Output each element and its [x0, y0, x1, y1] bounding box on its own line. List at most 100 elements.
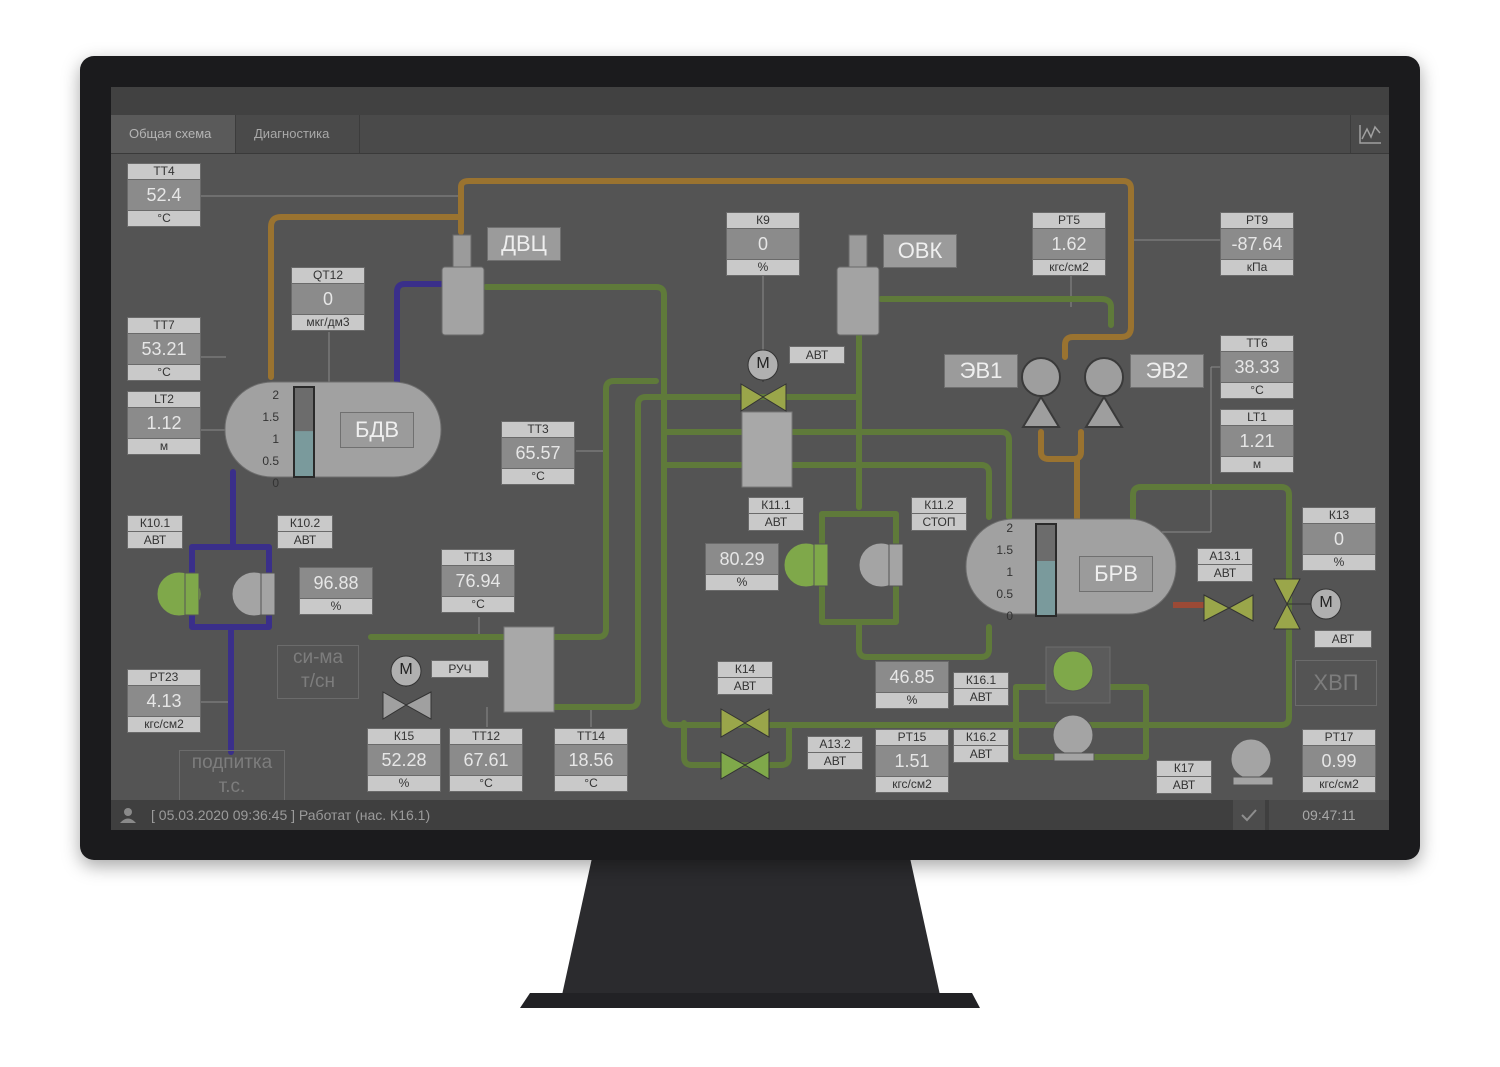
acknowledge-button[interactable]	[1233, 800, 1265, 830]
tag-k16-percent[interactable]: 46.85%	[875, 661, 949, 709]
ejector-ev1	[1021, 357, 1061, 428]
label-dvc[interactable]: ДВЦ	[487, 227, 561, 261]
mode-name: К16.1	[953, 672, 1009, 689]
tab-diagnostics[interactable]: Диагностика	[236, 115, 360, 153]
pump-k10-1	[156, 571, 202, 617]
label-sima-tsn[interactable]: си-ма т/сн	[277, 645, 359, 699]
label-ovk[interactable]: ОВК	[883, 234, 957, 268]
motor-k15-label: M	[399, 661, 413, 678]
tag-value: 1.12	[127, 408, 201, 438]
tag-value: 52.4	[127, 180, 201, 210]
podpitka-line2: т.с.	[218, 776, 246, 797]
valve-k14-a	[720, 708, 770, 738]
label-bdv[interactable]: БДВ	[340, 412, 414, 448]
trend-button[interactable]	[1350, 115, 1389, 153]
mode-state: АВТ	[1156, 777, 1212, 794]
mode-state: АВТ	[717, 678, 773, 695]
tag-name: TT3	[501, 421, 575, 438]
label-ev2[interactable]: ЭВ2	[1130, 354, 1204, 388]
tag-name: TT13	[441, 549, 515, 566]
mode-name: К17	[1156, 760, 1212, 777]
sima-line1: си-ма	[292, 647, 344, 668]
mode-state: АВТ	[807, 753, 863, 770]
tag-value: 1.51	[875, 746, 949, 776]
tag-name: PT23	[127, 669, 201, 686]
ovk-separator	[836, 234, 880, 336]
window-title-bar	[111, 87, 1389, 115]
mode-k13-state[interactable]: АВТ	[1314, 630, 1372, 648]
heat-exchanger-top	[741, 411, 793, 488]
tag-unit: °C	[441, 596, 515, 613]
mode-k9-state[interactable]: АВТ	[789, 346, 845, 364]
mode-name: К14	[717, 661, 773, 678]
status-clock: 09:47:11	[1269, 800, 1389, 830]
user-icon[interactable]	[117, 804, 139, 826]
tag-unit: %	[367, 775, 441, 792]
tag-unit: °C	[449, 775, 523, 792]
pump-k17	[1230, 738, 1274, 786]
tag-unit: %	[1302, 554, 1376, 571]
tag-value: 65.57	[501, 438, 575, 468]
tag-unit: кгс/см2	[127, 716, 201, 733]
process-schema	[156, 178, 1342, 786]
tag-name: К9	[726, 212, 800, 229]
tag-k10-percent[interactable]: 96.88%	[299, 567, 373, 615]
label-podpitka[interactable]: подпитка т.с.	[179, 750, 285, 801]
sima-line2: т/сн	[301, 671, 335, 692]
tag-value: 18.56	[554, 745, 628, 775]
valve-k14-b	[720, 751, 770, 780]
label-hvp[interactable]: ХВП	[1295, 660, 1377, 706]
tag-unit: %	[875, 692, 949, 709]
valve-k15	[382, 655, 432, 720]
label-ev1[interactable]: ЭВ1	[944, 354, 1018, 388]
tank-bdv	[224, 381, 442, 478]
mode-state: АВТ	[1197, 565, 1253, 582]
mode-name: А13.2	[807, 736, 863, 753]
podpitka-line1: подпитка	[191, 752, 273, 773]
tag-name: QT12	[291, 267, 365, 284]
mode-name: К10.1	[127, 515, 183, 532]
label-brv[interactable]: БРВ	[1079, 556, 1153, 592]
tag-name: PT17	[1302, 729, 1376, 746]
mode-k15-state[interactable]: РУЧ	[431, 660, 489, 678]
tab-general-scheme[interactable]: Общая схема	[111, 115, 236, 153]
tag-unit: %	[726, 259, 800, 276]
mode-name: А13.1	[1197, 548, 1253, 565]
tag-value: 76.94	[441, 566, 515, 596]
trend-chart-icon	[1359, 125, 1381, 144]
motor-k9-label: M	[756, 355, 770, 372]
tag-unit: %	[299, 598, 373, 615]
valve-k9	[740, 349, 787, 412]
tag-k11-percent[interactable]: 80.29%	[705, 543, 779, 591]
tag-unit: °C	[127, 364, 201, 381]
